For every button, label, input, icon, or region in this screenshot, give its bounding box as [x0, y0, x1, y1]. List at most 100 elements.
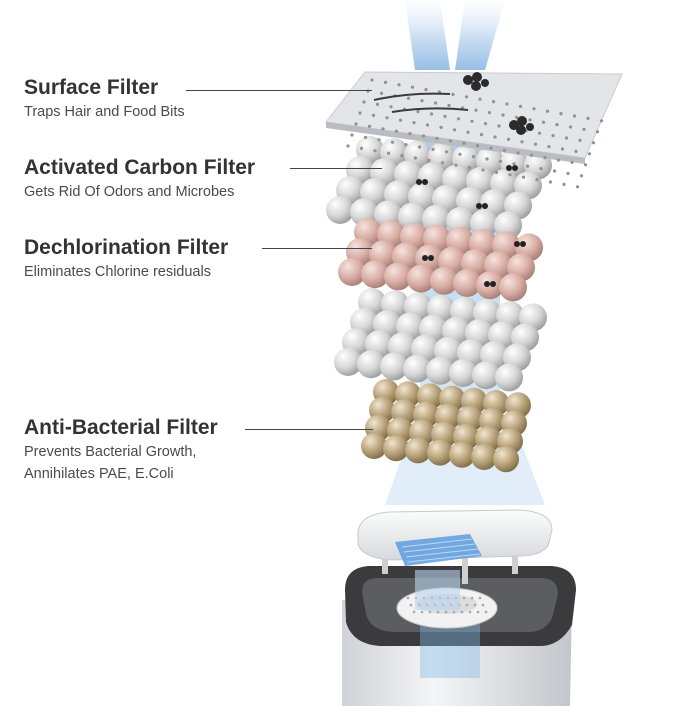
filter-ball [422, 204, 450, 233]
plate-hole [568, 125, 573, 129]
plate-hole [371, 113, 376, 117]
filter-ball [407, 264, 435, 293]
filter-ball [427, 439, 453, 466]
filter-ball [326, 196, 354, 224]
surface-filter-label: Surface Filter Traps Hair and Food Bits [24, 76, 185, 122]
plate-hole [512, 162, 516, 166]
plate-hole [485, 157, 489, 161]
plate-hole [587, 152, 592, 156]
surface-filter-title: Surface Filter [24, 76, 159, 99]
plate-hole [359, 146, 364, 150]
plate-hole [574, 149, 578, 153]
plate-hole [456, 117, 461, 121]
filter-ball [338, 258, 366, 286]
plate-hole [586, 116, 590, 120]
plate-hole [493, 135, 497, 139]
microbe-dot [484, 281, 490, 287]
plate-hole [400, 154, 404, 158]
plate-hole [537, 131, 542, 135]
plate-hole [385, 116, 389, 120]
filter-ball [383, 435, 409, 462]
antibacterial-ball-layer [361, 379, 531, 473]
puck-hole [465, 603, 469, 607]
plate-hole [516, 151, 520, 155]
plate-hole [478, 97, 482, 101]
plate-hole [451, 92, 455, 96]
filter-ball [361, 433, 387, 459]
filter-ball [357, 350, 385, 379]
microbe-dot [506, 165, 512, 171]
plate-hole [562, 182, 566, 186]
plate-hole [410, 85, 415, 89]
plate-hole [572, 114, 577, 118]
plate-hole [412, 121, 416, 125]
plate-hole [497, 124, 501, 128]
plate-hole [417, 145, 422, 149]
filter-ball [446, 207, 474, 235]
filter-ball [361, 260, 389, 289]
plate-hole [547, 145, 551, 149]
filter-ball [453, 269, 481, 297]
puck-hole [460, 610, 464, 614]
microbe-dot [514, 241, 520, 247]
plate-hole [518, 104, 523, 108]
plate-hole [379, 91, 384, 95]
plate-hole [560, 147, 565, 151]
plate-hole [413, 156, 418, 160]
antibacterial-filter-leader [245, 429, 373, 430]
filter-ball [449, 441, 475, 468]
plate-hole [475, 144, 480, 148]
plate-hole [529, 153, 534, 157]
microbe-dot [512, 165, 518, 171]
plate-hole [483, 122, 488, 126]
dechlorination-filter-title: Dechlorination Filter [24, 236, 229, 259]
puck-hole [412, 610, 416, 614]
plate-hole [575, 185, 580, 189]
plate-hole [564, 136, 569, 140]
antibacterial-filter-title: Anti-Bacterial Filter [24, 416, 218, 439]
plate-hole [506, 137, 511, 141]
carbon-filter-leader [290, 168, 382, 169]
plate-hole [489, 146, 493, 150]
puck-hole [406, 596, 410, 600]
plate-hole [533, 142, 538, 146]
plate-hole [494, 170, 499, 174]
plate-hole [505, 102, 509, 106]
filter-ball [471, 444, 497, 470]
filter-ball [430, 266, 458, 295]
microbe-dot [416, 179, 422, 185]
surface-filter-leader [186, 90, 372, 91]
plate-hole [397, 83, 401, 87]
puck-hole [484, 610, 488, 614]
plate-hole [599, 119, 604, 123]
carbon-filter-desc: Gets Rid Of Odors and Microbes [24, 184, 235, 200]
plate-hole [375, 102, 380, 106]
plate-hole [498, 159, 503, 163]
puck-hole [473, 603, 477, 607]
plate-hole [566, 171, 570, 175]
plate-hole [464, 95, 469, 99]
plate-hole [406, 96, 411, 100]
puck-hole [478, 596, 482, 600]
plate-hole [559, 112, 563, 116]
plate-hole [474, 108, 478, 112]
filter-ball [334, 348, 362, 376]
plate-hole [447, 103, 451, 107]
fountain-base [342, 509, 576, 706]
plate-hole [370, 78, 374, 82]
plate-hole [543, 156, 547, 160]
plate-hole [458, 152, 462, 156]
filter-ball [470, 209, 498, 238]
filter-ball [380, 352, 408, 381]
filter-ball [472, 361, 500, 390]
filter-ball [384, 262, 412, 291]
water-stream-top [405, 0, 505, 70]
plate-hole [452, 128, 457, 132]
puck-hole [420, 610, 424, 614]
plate-hole [591, 141, 596, 145]
surface-filter-plate [325, 71, 623, 189]
plate-hole [404, 143, 408, 147]
plate-hole [439, 125, 443, 129]
plate-hole [398, 118, 403, 122]
